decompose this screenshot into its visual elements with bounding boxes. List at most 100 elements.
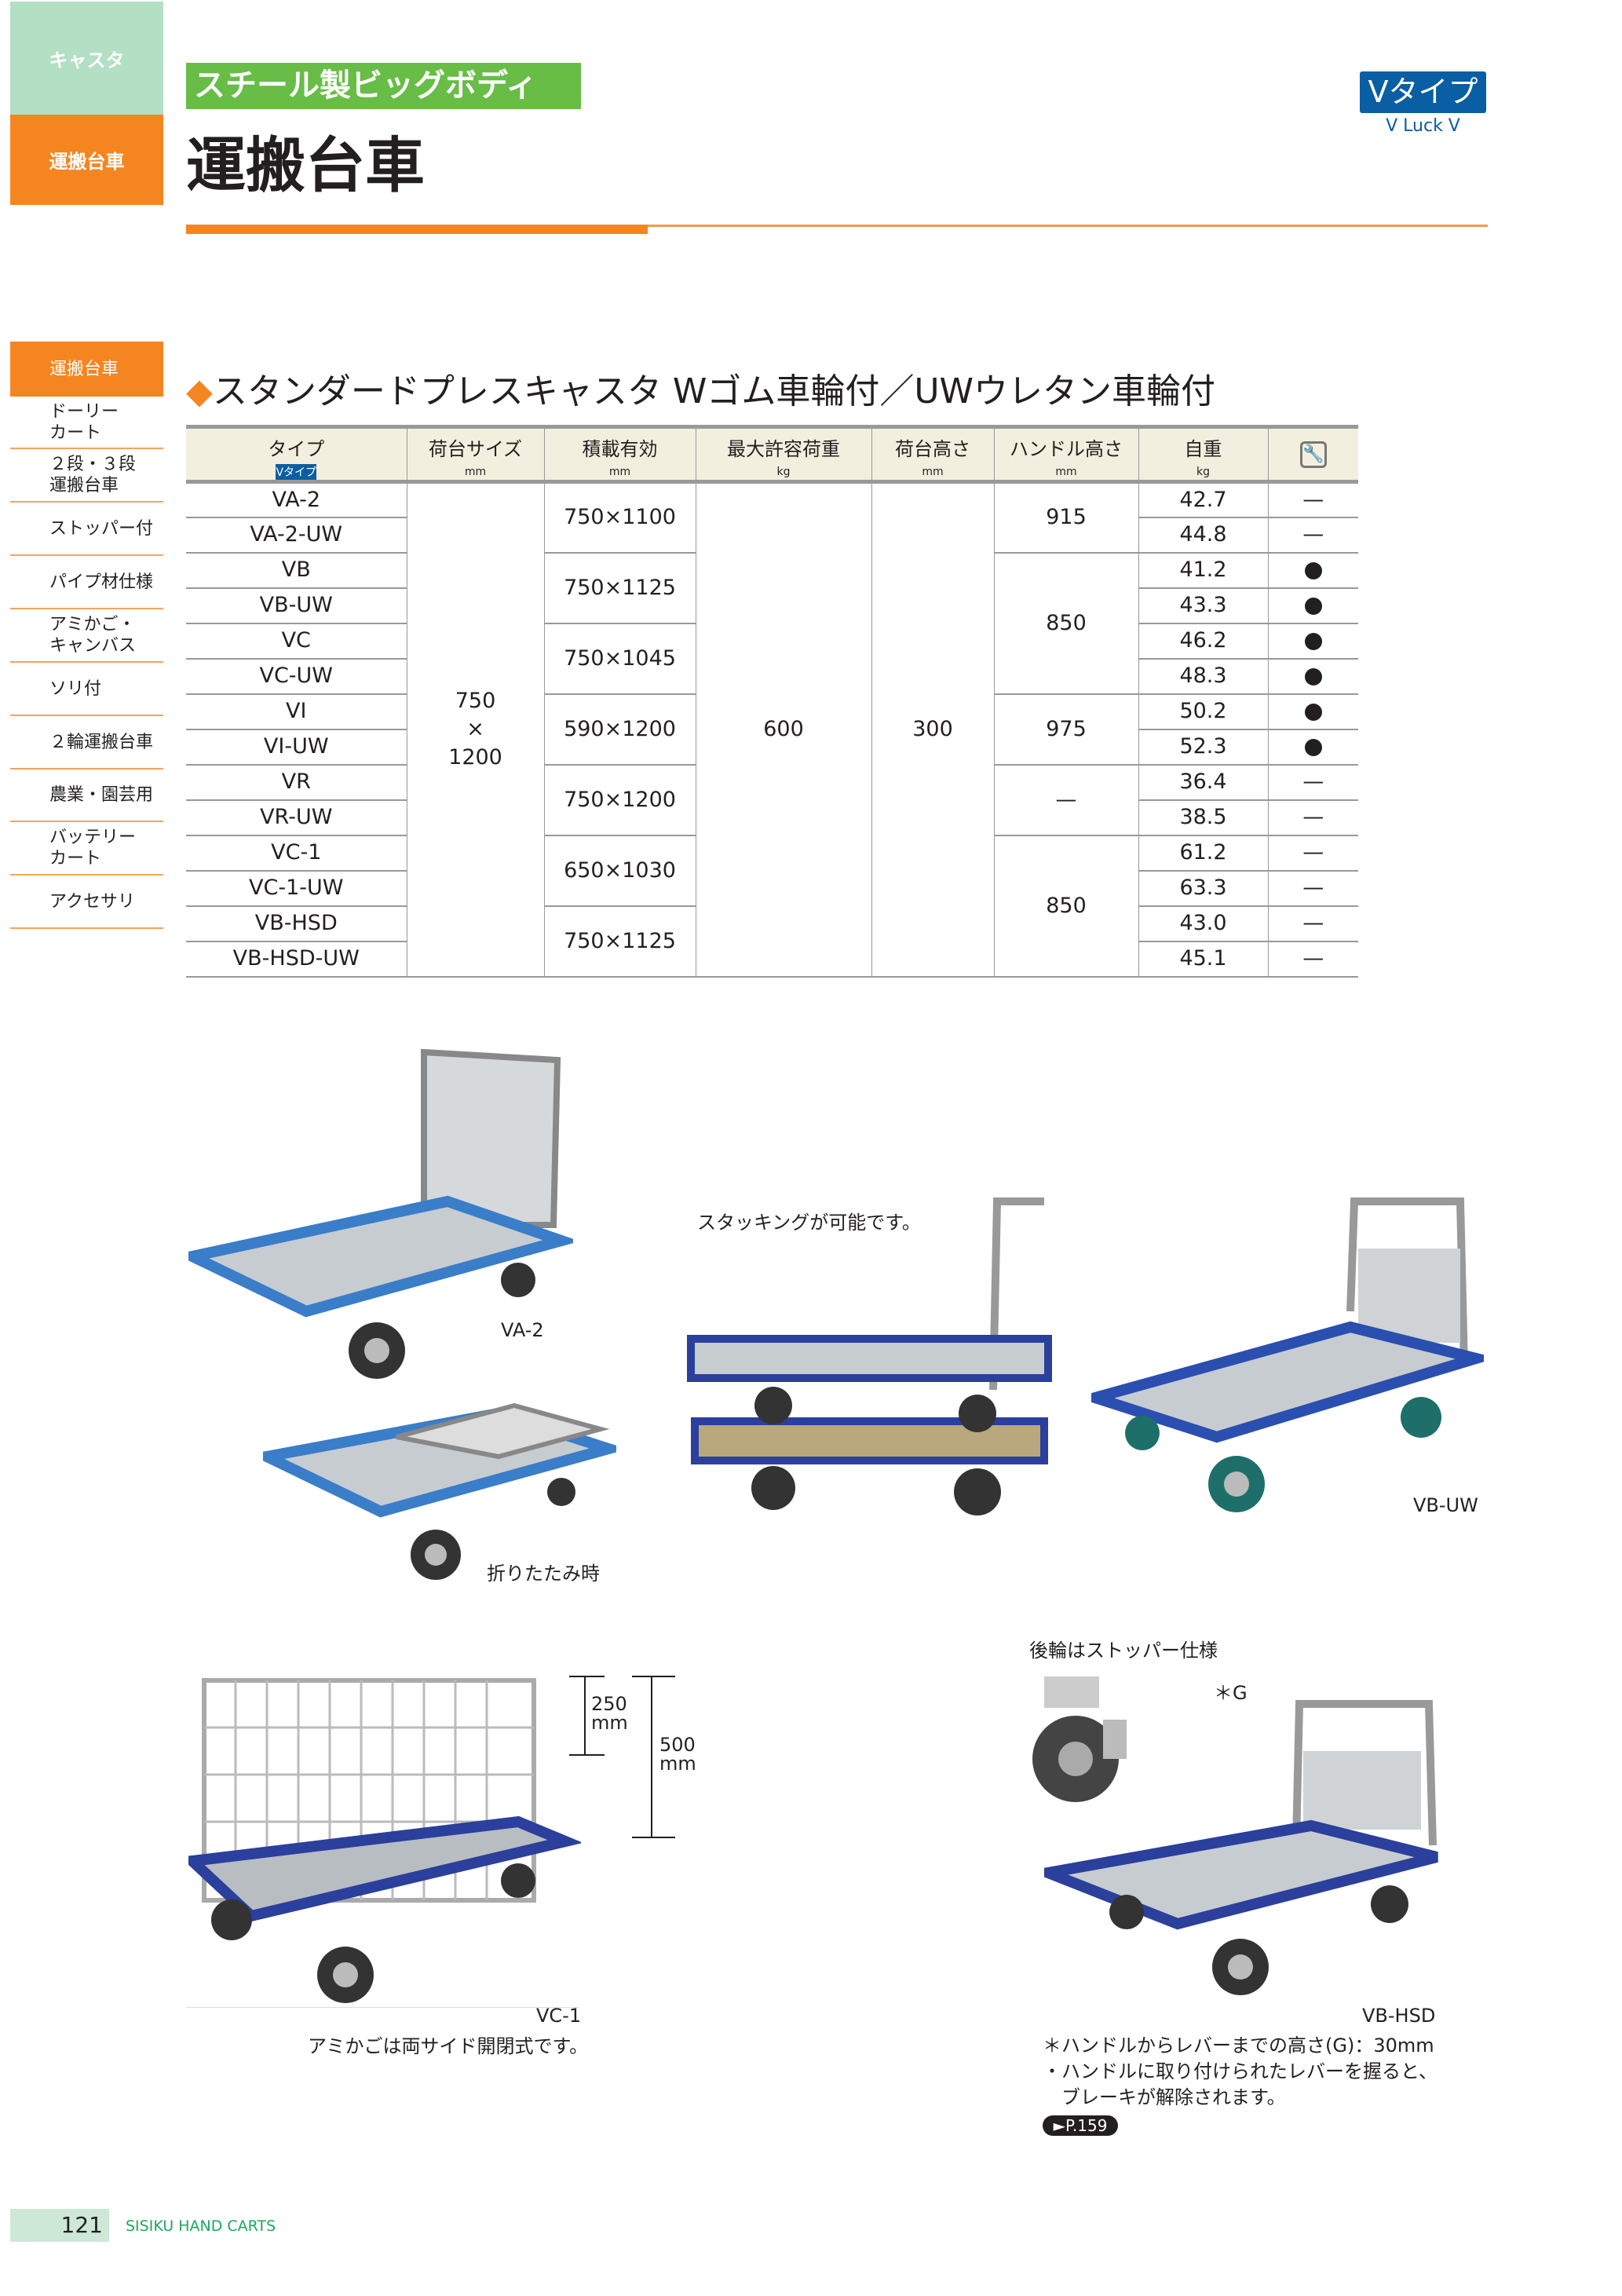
sidebar-item[interactable]: 農業・園芸用 xyxy=(10,770,163,822)
cell-type: VC-1-UW xyxy=(186,870,407,907)
column-unit: mm xyxy=(464,466,487,478)
column-unit: mm xyxy=(922,466,944,478)
caption-folded: 折りたたみ時 xyxy=(487,1563,600,1585)
cell-effective: 750×1045 xyxy=(543,623,696,695)
cell-effective: 750×1125 xyxy=(543,552,696,624)
caption-vc1-note: アミかごは両サイド開閉式です。 xyxy=(308,2035,589,2057)
sidebar-item[interactable]: ドーリー カート xyxy=(10,397,163,449)
sidebar-item[interactable]: パイプ材仕様 xyxy=(10,556,163,609)
cart-image-vc1 xyxy=(188,1678,581,2003)
sidebar-item[interactable]: アクセサリ xyxy=(10,876,163,929)
cell-stopper: — xyxy=(1267,941,1358,978)
category-handcart-tab[interactable]: 運搬台車 xyxy=(10,115,163,205)
column-unit: mm xyxy=(608,466,631,478)
cell-weight: 52.3 xyxy=(1138,729,1268,766)
column-unit: kg xyxy=(776,466,791,478)
cell-weight: 46.2 xyxy=(1138,623,1268,660)
dimension-500: 500 mm xyxy=(659,1734,696,1775)
cell-handle-height: 850 xyxy=(993,552,1138,695)
sidebar-item[interactable]: ２輪運搬台車 xyxy=(10,716,163,770)
cell-effective: 750×1200 xyxy=(543,764,696,836)
category-caster-tab[interactable]: キャスタ xyxy=(10,2,163,115)
note-lever-release-cont: ブレーキが解除されます。 xyxy=(1043,2086,1286,2108)
type-badge-small: Vタイプ xyxy=(276,464,317,480)
cell-type: VB xyxy=(186,552,407,589)
cell-weight: 38.5 xyxy=(1138,799,1268,836)
sidebar-item[interactable]: アミかご・ キャンバス xyxy=(10,609,163,663)
cell-weight: 43.3 xyxy=(1138,587,1268,624)
column-header-label: 荷台高さ xyxy=(895,438,970,460)
cell-effective: 650×1030 xyxy=(543,835,696,907)
column-header: 荷台高さ mm xyxy=(871,425,994,484)
dimension-lines xyxy=(569,1676,675,1838)
sidebar-item[interactable]: ２段・３段 運搬台車 xyxy=(10,449,163,503)
filled-circle-icon xyxy=(1304,667,1322,686)
column-header-label: 最大許容荷重 xyxy=(727,438,840,460)
cell-weight: 61.2 xyxy=(1138,835,1268,872)
cell-stopper: — xyxy=(1267,764,1358,801)
filled-circle-icon xyxy=(1304,703,1322,721)
cell-stopper xyxy=(1267,587,1358,624)
sidebar-item[interactable]: ソリ付 xyxy=(10,663,163,716)
type-badge: Vタイプ xyxy=(1360,71,1486,113)
diamond-icon: ◆ xyxy=(186,371,213,411)
cell-handle-height: — xyxy=(993,764,1138,836)
stopper-wheel-image xyxy=(1032,1676,1127,1802)
cell-type: VB-UW xyxy=(186,587,407,624)
cell-weight: 43.0 xyxy=(1138,905,1268,942)
footer-brand: SISIKU HAND CARTS xyxy=(126,2217,276,2235)
cell-max-load: 600 xyxy=(695,481,871,978)
column-header-label: タイプ xyxy=(268,438,325,460)
cell-stopper: — xyxy=(1267,870,1358,907)
cell-type: VR-UW xyxy=(186,799,407,836)
cell-weight: 45.1 xyxy=(1138,941,1268,978)
filled-circle-icon xyxy=(1304,561,1322,579)
wrench-icon: 🔧 xyxy=(1299,441,1327,468)
type-name: V Luck V xyxy=(1386,116,1460,136)
table-row: VB-HSD-UW 45.1— xyxy=(186,941,1358,978)
cell-type: VR xyxy=(186,764,407,801)
note-lever-release: ・ハンドルに取り付けられたレバーを握ると、 xyxy=(1043,2060,1438,2082)
cell-type: VC xyxy=(186,623,407,660)
cart-image-vbuw xyxy=(1091,1197,1484,1512)
caption-rear-stopper: 後輪はストッパー仕様 xyxy=(1029,1640,1218,1662)
caption-vbuw: VB-UW xyxy=(1413,1494,1478,1516)
filled-circle-icon xyxy=(1304,632,1322,650)
column-header-label: 荷台サイズ xyxy=(428,438,523,460)
cell-size: 750 × 1200 xyxy=(406,481,544,978)
page-number: 121 xyxy=(10,2209,109,2242)
cell-stopper: — xyxy=(1267,835,1358,872)
cell-weight: 41.2 xyxy=(1138,552,1268,589)
subtitle-label: スチール製ビッグボディ xyxy=(186,63,581,109)
column-header: 最大許容荷重 kg xyxy=(695,425,871,484)
cell-type: VC-UW xyxy=(186,658,407,695)
cell-stopper: — xyxy=(1267,517,1358,554)
cell-effective: 750×1100 xyxy=(543,481,696,554)
cell-type: VB-HSD xyxy=(186,905,407,942)
divider xyxy=(186,2007,579,2008)
cell-effective: 750×1125 xyxy=(543,905,696,978)
cell-type: VI xyxy=(186,693,407,730)
caption-vbhsd: VB-HSD xyxy=(1362,2005,1436,2027)
cell-deck-height: 300 xyxy=(871,481,994,978)
cell-weight: 50.2 xyxy=(1138,693,1268,730)
sidebar-item[interactable]: 運搬台車 xyxy=(10,342,163,397)
title-underline-thin xyxy=(648,225,1488,227)
cell-type: VA-2 xyxy=(186,481,407,518)
column-header: タイプ Vタイプ xyxy=(186,425,407,484)
cell-type: VB-HSD-UW xyxy=(186,941,407,978)
cell-type: VA-2-UW xyxy=(186,517,407,554)
cell-stopper xyxy=(1267,552,1358,589)
page-reference-link[interactable]: ►P.159 xyxy=(1043,2115,1118,2136)
sidebar-item[interactable]: バッテリー カート xyxy=(10,822,163,876)
sidebar-item[interactable]: ストッパー付 xyxy=(10,503,163,556)
cell-stopper xyxy=(1267,693,1358,730)
